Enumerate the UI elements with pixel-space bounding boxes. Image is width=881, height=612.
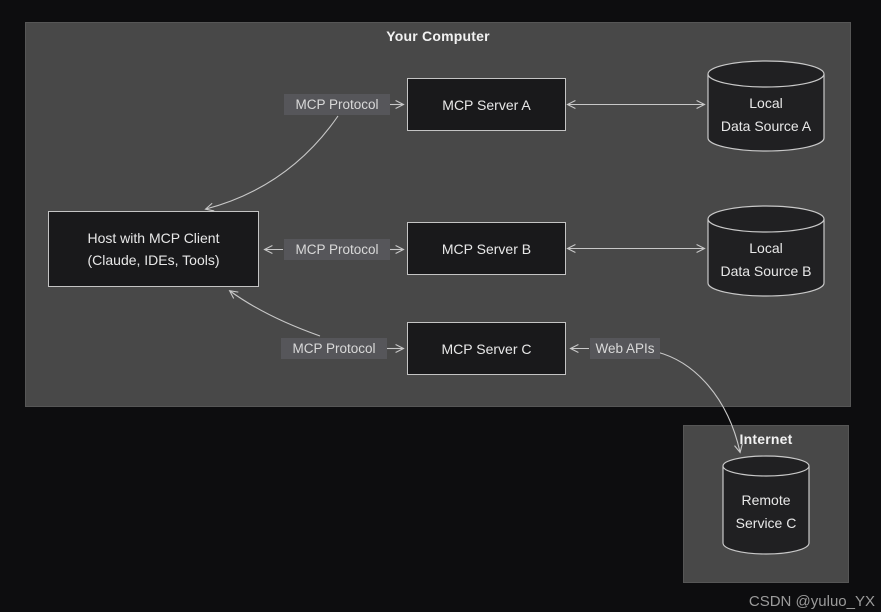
web-apis-label: Web APIs [590,338,660,359]
remote-service-c-cylinder: Remote Service C [722,455,810,555]
host-node-line2: (Claude, IDEs, Tools) [87,252,220,268]
host-node-line1: Host with MCP Client [87,230,220,246]
mcp-server-c-node: MCP Server C [407,322,566,375]
mcp-protocol-label-c: MCP Protocol [281,338,387,359]
csdn-watermark: CSDN @yuluo_YX [748,593,875,610]
local-b-line2: Data Source B [720,263,812,279]
mcp-protocol-label-a: MCP Protocol [284,94,390,115]
remote-c-line1: Remote [741,492,791,508]
your-computer-title: Your Computer [386,28,490,44]
internet-title: Internet [739,431,793,447]
local-data-source-a-cylinder: Local Data Source A [707,60,825,152]
local-a-line2: Data Source A [720,118,812,134]
mcp-protocol-label-b: MCP Protocol [284,239,390,260]
mcp-server-a-node: MCP Server A [407,78,566,131]
cylinder-shape-icon [707,205,825,297]
remote-c-line2: Service C [735,515,797,531]
local-a-line1: Local [749,95,783,111]
cylinder-shape-icon [707,60,825,152]
local-data-source-b-cylinder: Local Data Source B [707,205,825,297]
local-b-line1: Local [749,240,783,256]
cylinder-shape-icon [722,455,810,555]
mcp-server-b-node: MCP Server B [407,222,566,275]
host-node: Host with MCP Client (Claude, IDEs, Tool… [48,211,259,287]
